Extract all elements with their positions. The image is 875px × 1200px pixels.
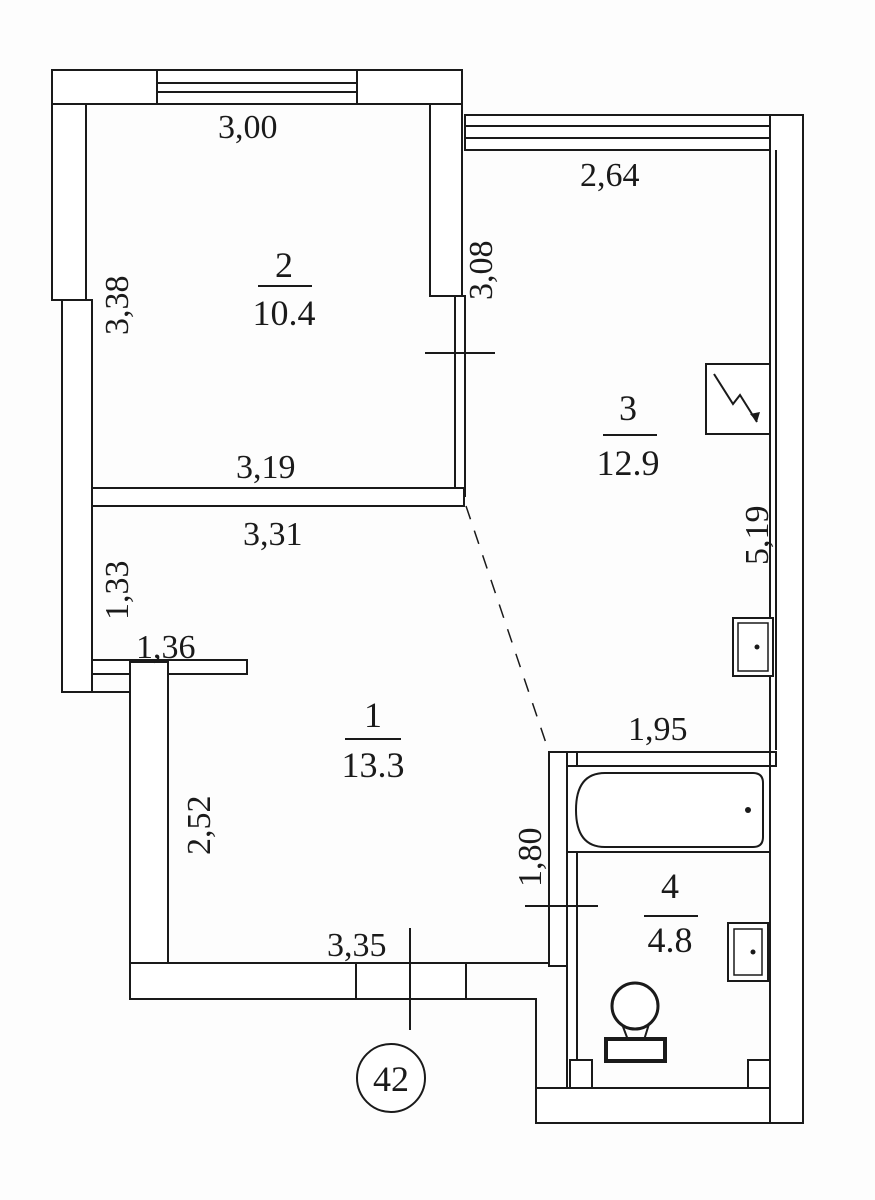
svg-text:13.3: 13.3 [342,745,405,785]
dim-room1-left: 2,52 [181,796,218,856]
dimension-labels: 3,00 2,64 3,19 3,31 1,36 3,35 1,95 3,38 … [99,109,776,964]
svg-text:4.8: 4.8 [648,920,693,960]
dim-room4-top: 1,95 [628,711,688,748]
dim-room3-right: 5,19 [739,506,776,566]
room-1-label: 1 13.3 [342,695,405,785]
dim-room3-top: 2,64 [580,157,640,194]
dim-room1-bottom: 3,35 [327,927,387,964]
dim-room1-top: 3,31 [243,516,303,553]
svg-text:10.4: 10.4 [253,293,316,333]
dim-room2-right: 3,08 [463,241,500,301]
svg-text:4: 4 [661,866,679,906]
dim-room2-left: 3,38 [99,276,136,336]
dim-room2-bottom: 3,19 [236,449,296,486]
svg-text:2: 2 [275,245,293,285]
dim-niche-height: 1,33 [99,561,136,621]
room-2-label: 2 10.4 [253,245,316,333]
apartment-number: 42 [373,1059,409,1099]
dim-room2-top: 3,00 [218,109,278,146]
walls [51,69,804,1124]
kitchen-sink-icon [732,617,774,677]
bathtub-icon [566,765,771,853]
dim-niche-width: 1,36 [136,629,196,666]
svg-text:1: 1 [364,695,382,735]
room-3-label: 3 12.9 [597,388,660,483]
dim-room4-left: 1,80 [512,828,549,888]
bathroom-sink-icon [727,922,769,982]
room-4-label: 4 4.8 [644,866,698,960]
toilet-icon [604,981,667,1063]
svg-text:12.9: 12.9 [597,443,660,483]
electrical-panel-icon [705,363,771,435]
svg-text:3: 3 [619,388,637,428]
apartment-number-badge: 42 [356,1043,426,1113]
